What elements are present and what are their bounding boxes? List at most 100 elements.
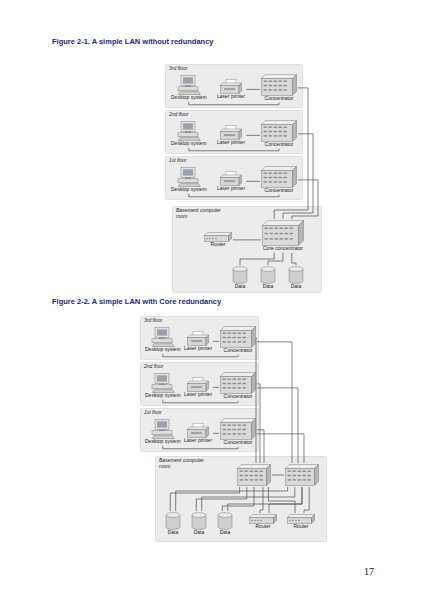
data-store: Data xyxy=(164,511,182,537)
laser-printer-icon xyxy=(187,423,209,438)
floor-area: 1st floorDesktop systemLaser printer Conc… xyxy=(140,408,259,452)
device-caption: Core concentrator xyxy=(263,246,303,252)
area-label: 3rd floor xyxy=(144,318,162,324)
network-cable xyxy=(257,342,292,463)
router-icon xyxy=(249,514,277,524)
device-caption: Concentrator xyxy=(265,96,294,102)
concentrator: Concentrator xyxy=(219,417,257,447)
laser-printer: Laser printer xyxy=(216,124,246,147)
device-caption: Desktop system xyxy=(145,439,181,445)
desktop-system: Desktop system xyxy=(144,372,182,400)
device-caption: Data xyxy=(235,284,246,290)
router: Router xyxy=(203,231,233,249)
core-concentrator-icon xyxy=(237,464,271,486)
desktop-system: Desktop system xyxy=(170,166,208,194)
floor-area: Basement computer roomRouterCore concent… xyxy=(172,206,322,293)
device-caption: Desktop system xyxy=(171,187,207,193)
data-store-icon xyxy=(217,512,233,530)
data-store: Data xyxy=(190,511,208,537)
device-caption: Data xyxy=(291,284,302,290)
device-caption: Data xyxy=(220,530,231,536)
laser-printer: Laser printer xyxy=(216,78,246,101)
area-label: Basement computer room xyxy=(159,458,209,470)
floor-area: 2nd floorDesktop system Laser printer Conc… xyxy=(165,110,303,154)
desktop-system-icon xyxy=(177,75,201,95)
device-caption: Desktop system xyxy=(145,393,181,399)
device-caption: Router xyxy=(293,524,308,530)
floor-area: 3rd floorDesktop system Laser printer Conc… xyxy=(165,64,303,108)
desktop-system: Desktop system xyxy=(170,120,208,148)
figure-title: Figure 2-2. A simple LAN with Core redun… xyxy=(52,297,221,306)
core-concentrator xyxy=(284,463,320,487)
device-caption: Data xyxy=(263,284,274,290)
router-icon xyxy=(204,232,232,242)
core-concentrator-icon xyxy=(262,220,304,246)
device-caption: Concentrator xyxy=(224,440,253,446)
laser-printer: Laser printer xyxy=(183,330,213,353)
router-icon xyxy=(287,514,315,524)
desktop-system-icon xyxy=(151,373,175,393)
floor-area: 2nd floorDesktop systemLaser printer Conc… xyxy=(140,362,259,406)
laser-printer: Laser printer xyxy=(183,376,213,399)
laser-printer-icon xyxy=(220,171,242,186)
laser-printer-icon xyxy=(220,79,242,94)
device-caption: Concentrator xyxy=(265,142,294,148)
desktop-system-icon xyxy=(177,121,201,141)
area-label: 1st floor xyxy=(169,158,187,164)
concentrator-icon xyxy=(220,326,256,348)
router: Router xyxy=(248,513,278,531)
concentrator-icon xyxy=(261,74,297,96)
device-caption: Laser printer xyxy=(217,140,245,146)
area-label: Basement computer room xyxy=(176,208,226,220)
device-caption: Data xyxy=(194,530,205,536)
concentrator: Concentrator xyxy=(219,371,257,401)
network-cable xyxy=(257,388,298,463)
area-label: 1st floor xyxy=(144,410,162,416)
device-caption: Router xyxy=(210,242,225,248)
device-caption: Desktop system xyxy=(171,141,207,147)
laser-printer: Laser printer xyxy=(183,422,213,445)
floor-area: Basement computer roomData Data Data Router… xyxy=(155,456,327,542)
device-caption: Laser printer xyxy=(184,346,212,352)
device-caption: Desktop system xyxy=(171,95,207,101)
device-caption: Data xyxy=(168,530,179,536)
area-label: 2nd floor xyxy=(144,364,163,370)
area-label: 3rd floor xyxy=(169,66,187,72)
concentrator-icon xyxy=(220,372,256,394)
device-caption: Laser printer xyxy=(184,438,212,444)
data-store: Data xyxy=(231,265,249,291)
concentrator: Concentrator xyxy=(260,73,298,103)
floor-area: 1st floorDesktop systemLaser printerConc… xyxy=(165,156,303,200)
concentrator: Concentrator xyxy=(219,325,257,355)
data-store-icon xyxy=(232,266,248,284)
page-number: 17 xyxy=(364,566,374,578)
device-caption: Concentrator xyxy=(224,394,253,400)
area-label: 2nd floor xyxy=(169,112,188,118)
device-caption: Laser printer xyxy=(217,94,245,100)
figure-title: Figure 2-1. A simple LAN without redunda… xyxy=(52,37,214,46)
data-store: Data xyxy=(216,511,234,537)
desktop-system: Desktop system xyxy=(144,326,182,354)
device-caption: Laser printer xyxy=(217,186,245,192)
desktop-system: Desktop system xyxy=(144,418,182,446)
device-caption: Desktop system xyxy=(145,347,181,353)
device-caption: Laser printer xyxy=(184,392,212,398)
concentrator-icon xyxy=(220,418,256,440)
laser-printer-icon xyxy=(220,125,242,140)
core-concentrator-icon xyxy=(285,464,319,486)
data-store: Data xyxy=(259,265,277,291)
data-store: Data xyxy=(287,265,305,291)
floor-area: 3rd floorDesktop systemLaser printer Conc… xyxy=(140,316,259,360)
concentrator-icon xyxy=(261,166,297,188)
concentrator-icon xyxy=(261,120,297,142)
core-concentrator xyxy=(236,463,272,487)
data-store-icon xyxy=(165,512,181,530)
desktop-system-icon xyxy=(177,167,201,187)
desktop-system-icon xyxy=(151,419,175,439)
data-store-icon xyxy=(260,266,276,284)
desktop-system: Desktop system xyxy=(170,74,208,102)
device-caption: Router xyxy=(255,524,270,530)
data-store-icon xyxy=(288,266,304,284)
laser-printer: Laser printer xyxy=(216,170,246,193)
core-concentrator: Core concentrator xyxy=(261,219,305,253)
